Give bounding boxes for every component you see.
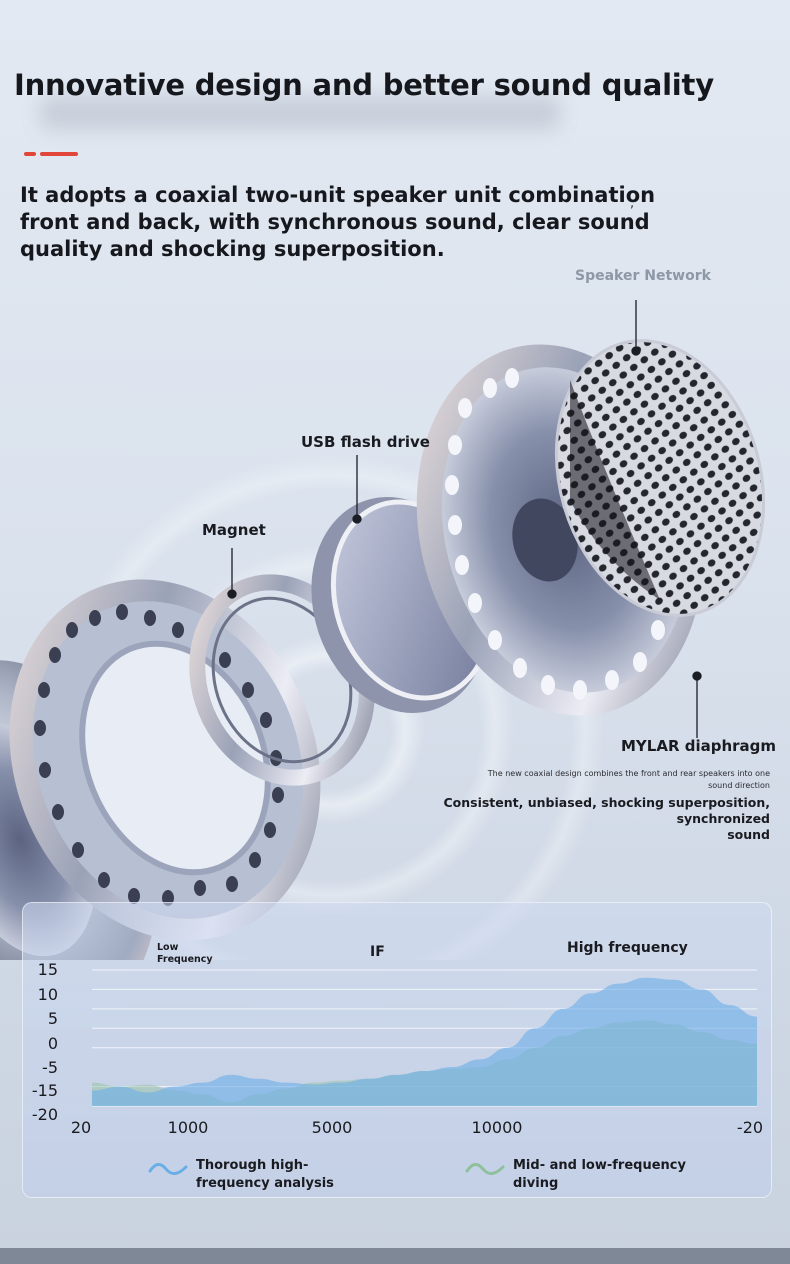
- legend-wave-blue-icon: [148, 1163, 188, 1175]
- y-tick-label: -15: [32, 1081, 58, 1100]
- x-tick-label: 1000: [168, 1118, 209, 1137]
- x-tick-label: 20: [71, 1118, 91, 1137]
- page-title: Innovative design and better sound quali…: [14, 68, 714, 102]
- label-magnet: Magnet: [202, 521, 266, 539]
- label-mylar-diaphragm: MYLAR diaphragm: [621, 737, 777, 755]
- intro-line-3: quality and shocking superposition.: [20, 237, 445, 261]
- front-housing: [9, 579, 321, 941]
- legend-mid-line-2: diving: [513, 1176, 559, 1191]
- legend-high-frequency-text: Thorough high- frequency analysis: [196, 1157, 334, 1193]
- y-tick-label: 10: [38, 985, 58, 1004]
- callout-lines: [227, 300, 702, 738]
- coaxial-note-big-line-1: Consistent, unbiased, shocking superposi…: [443, 795, 770, 826]
- coaxial-note-line-1: The new coaxial design combines the fron…: [487, 769, 770, 778]
- speaker-exploded-illustration: [0, 300, 766, 960]
- band-label-low: Low: [157, 942, 179, 953]
- legend-mid-low-frequency: Mid- and low-frequency diving: [465, 1157, 686, 1193]
- legend-mid-low-text: Mid- and low-frequency diving: [513, 1157, 686, 1193]
- legend-high-line-2: frequency analysis: [196, 1176, 334, 1191]
- label-speaker-network: Speaker Network: [575, 268, 711, 284]
- coaxial-note-line-2: sound direction: [708, 781, 770, 790]
- intro-line-1: It adopts a coaxial two-unit speaker uni…: [20, 183, 656, 207]
- x-tick-label: -20: [737, 1118, 763, 1137]
- band-label-high: High frequency: [567, 940, 688, 956]
- y-tick-label: 0: [48, 1034, 58, 1053]
- legend-high-frequency: Thorough high- frequency analysis: [148, 1157, 334, 1193]
- legend-high-line-1: Thorough high-: [196, 1158, 309, 1173]
- bottom-strip: [0, 1248, 790, 1264]
- series-area-high: [92, 977, 757, 1106]
- coaxial-note-big: Consistent, unbiased, shocking superposi…: [350, 795, 770, 843]
- band-label-mid: IF: [370, 944, 385, 960]
- legend-wave-green-icon: [465, 1163, 505, 1175]
- y-tick-label: 5: [48, 1009, 58, 1028]
- band-label-low-2: Frequency: [157, 954, 213, 965]
- coaxial-note-big-line-2: sound: [727, 827, 770, 842]
- coaxial-note-small: The new coaxial design combines the fron…: [430, 768, 770, 792]
- legend-mid-line-1: Mid- and low-frequency: [513, 1158, 686, 1173]
- x-tick-label: 5000: [312, 1118, 353, 1137]
- x-tick-label: 10000: [472, 1118, 523, 1137]
- speaker-mesh-grill: [554, 339, 766, 617]
- intro-line-2: front and back, with synchronous sound, …: [20, 210, 650, 234]
- y-tick-label: 15: [38, 960, 58, 979]
- headline-reflection: [40, 96, 560, 130]
- y-tick-label: -20: [32, 1105, 58, 1124]
- y-tick-label: -5: [42, 1058, 58, 1077]
- intro-text: It adopts a coaxial two-unit speaker uni…: [20, 182, 660, 263]
- intro-comma: ,: [630, 196, 635, 211]
- label-usb-flash-drive: USB flash drive: [301, 433, 430, 451]
